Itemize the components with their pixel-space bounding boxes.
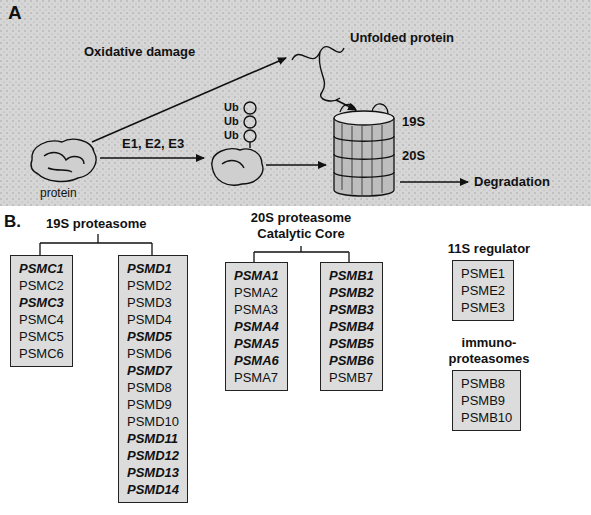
arrow (100, 157, 204, 159)
gene-name: PSMC3 (19, 294, 64, 311)
label: Ub (224, 115, 239, 127)
label: 19S (402, 114, 425, 129)
gene-name: PSMC5 (19, 328, 64, 345)
label: Ub (224, 101, 239, 113)
gene-name: PSMB2 (329, 284, 374, 301)
gene-box: PSMB1PSMB2PSMB3PSMB4PSMB5PSMB6PSMB7 (320, 262, 383, 391)
gene-name: PSMB10 (461, 409, 512, 426)
label: 20S proteasome Catalytic Core (226, 210, 376, 242)
label: Ub (224, 129, 239, 141)
box-heading: 11S regulator (447, 241, 531, 257)
label: 20S (402, 148, 425, 163)
gene-name: PSMD9 (127, 396, 179, 413)
gene-name: PSMB3 (329, 301, 374, 318)
gene-name: PSMB1 (329, 267, 374, 284)
arrow (266, 164, 326, 166)
gene-box: PSMC1PSMC2PSMC3PSMC4PSMC5PSMC6 (10, 255, 73, 367)
arrow (400, 181, 468, 183)
label: B. (4, 212, 21, 232)
gene-box: PSMD1PSMD2PSMD3PSMD4PSMD5PSMD6PSMD7PSMD8… (118, 255, 188, 503)
ubiquitinated-protein (212, 102, 263, 185)
gene-name: PSMB9 (461, 392, 512, 409)
gene-name: PSMA3 (234, 301, 279, 318)
gene-name: PSMD6 (127, 345, 179, 362)
gene-name: PSMA4 (234, 318, 279, 335)
gene-name: PSMD14 (127, 481, 179, 498)
gene-name: PSMB6 (329, 352, 374, 369)
protein-shape (31, 139, 96, 181)
gene-box: immuno- proteasomesPSMB8PSMB9PSMB10 (452, 370, 521, 431)
gene-name: PSMA1 (234, 267, 279, 284)
label: Degradation (474, 174, 550, 189)
gene-name: PSMD8 (127, 379, 179, 396)
gene-name: PSME1 (461, 265, 505, 282)
gene-name: PSMD11 (127, 430, 179, 447)
gene-name: PSMD5 (127, 328, 179, 345)
gene-name: PSMA7 (234, 369, 279, 386)
gene-name: PSMA6 (234, 352, 279, 369)
box-heading: immuno- proteasomes (447, 335, 531, 367)
gene-box: 11S regulatorPSME1PSME2PSME3 (452, 260, 514, 321)
gene-name: PSMB5 (329, 335, 374, 352)
label: Unfolded protein (350, 30, 454, 45)
gene-name: PSMC2 (19, 277, 64, 294)
gene-name: PSMD13 (127, 464, 179, 481)
proteasome-shape (334, 104, 394, 196)
unfolded-chain (292, 47, 344, 101)
gene-name: PSMD2 (127, 277, 179, 294)
gene-name: PSMD4 (127, 311, 179, 328)
label: A (8, 2, 22, 24)
gene-name: PSMA2 (234, 284, 279, 301)
gene-name: PSMB7 (329, 369, 374, 386)
label: protein (40, 186, 77, 200)
panel-ground (0, 0, 591, 206)
gene-name: PSMD1 (127, 260, 179, 277)
gene-box: PSMA1PSMA2PSMA3PSMA4PSMA5PSMA6PSMA7 (225, 262, 288, 391)
gene-name: PSMD3 (127, 294, 179, 311)
label: Oxidative damage (84, 44, 195, 59)
label: E1, E2, E3 (122, 136, 184, 151)
gene-name: PSMB4 (329, 318, 374, 335)
gene-name: PSMC1 (19, 260, 64, 277)
gene-name: PSMD7 (127, 362, 179, 379)
gene-name: PSME3 (461, 299, 505, 316)
gene-name: PSMD10 (127, 413, 179, 430)
gene-name: PSMC6 (19, 345, 64, 362)
gene-name: PSMB8 (461, 375, 512, 392)
arrow (92, 58, 286, 142)
label: 19S proteasome (46, 216, 146, 231)
gene-name: PSMC4 (19, 311, 64, 328)
gene-name: PSMD12 (127, 447, 179, 464)
gene-name: PSME2 (461, 282, 505, 299)
gene-name: PSMA5 (234, 335, 279, 352)
